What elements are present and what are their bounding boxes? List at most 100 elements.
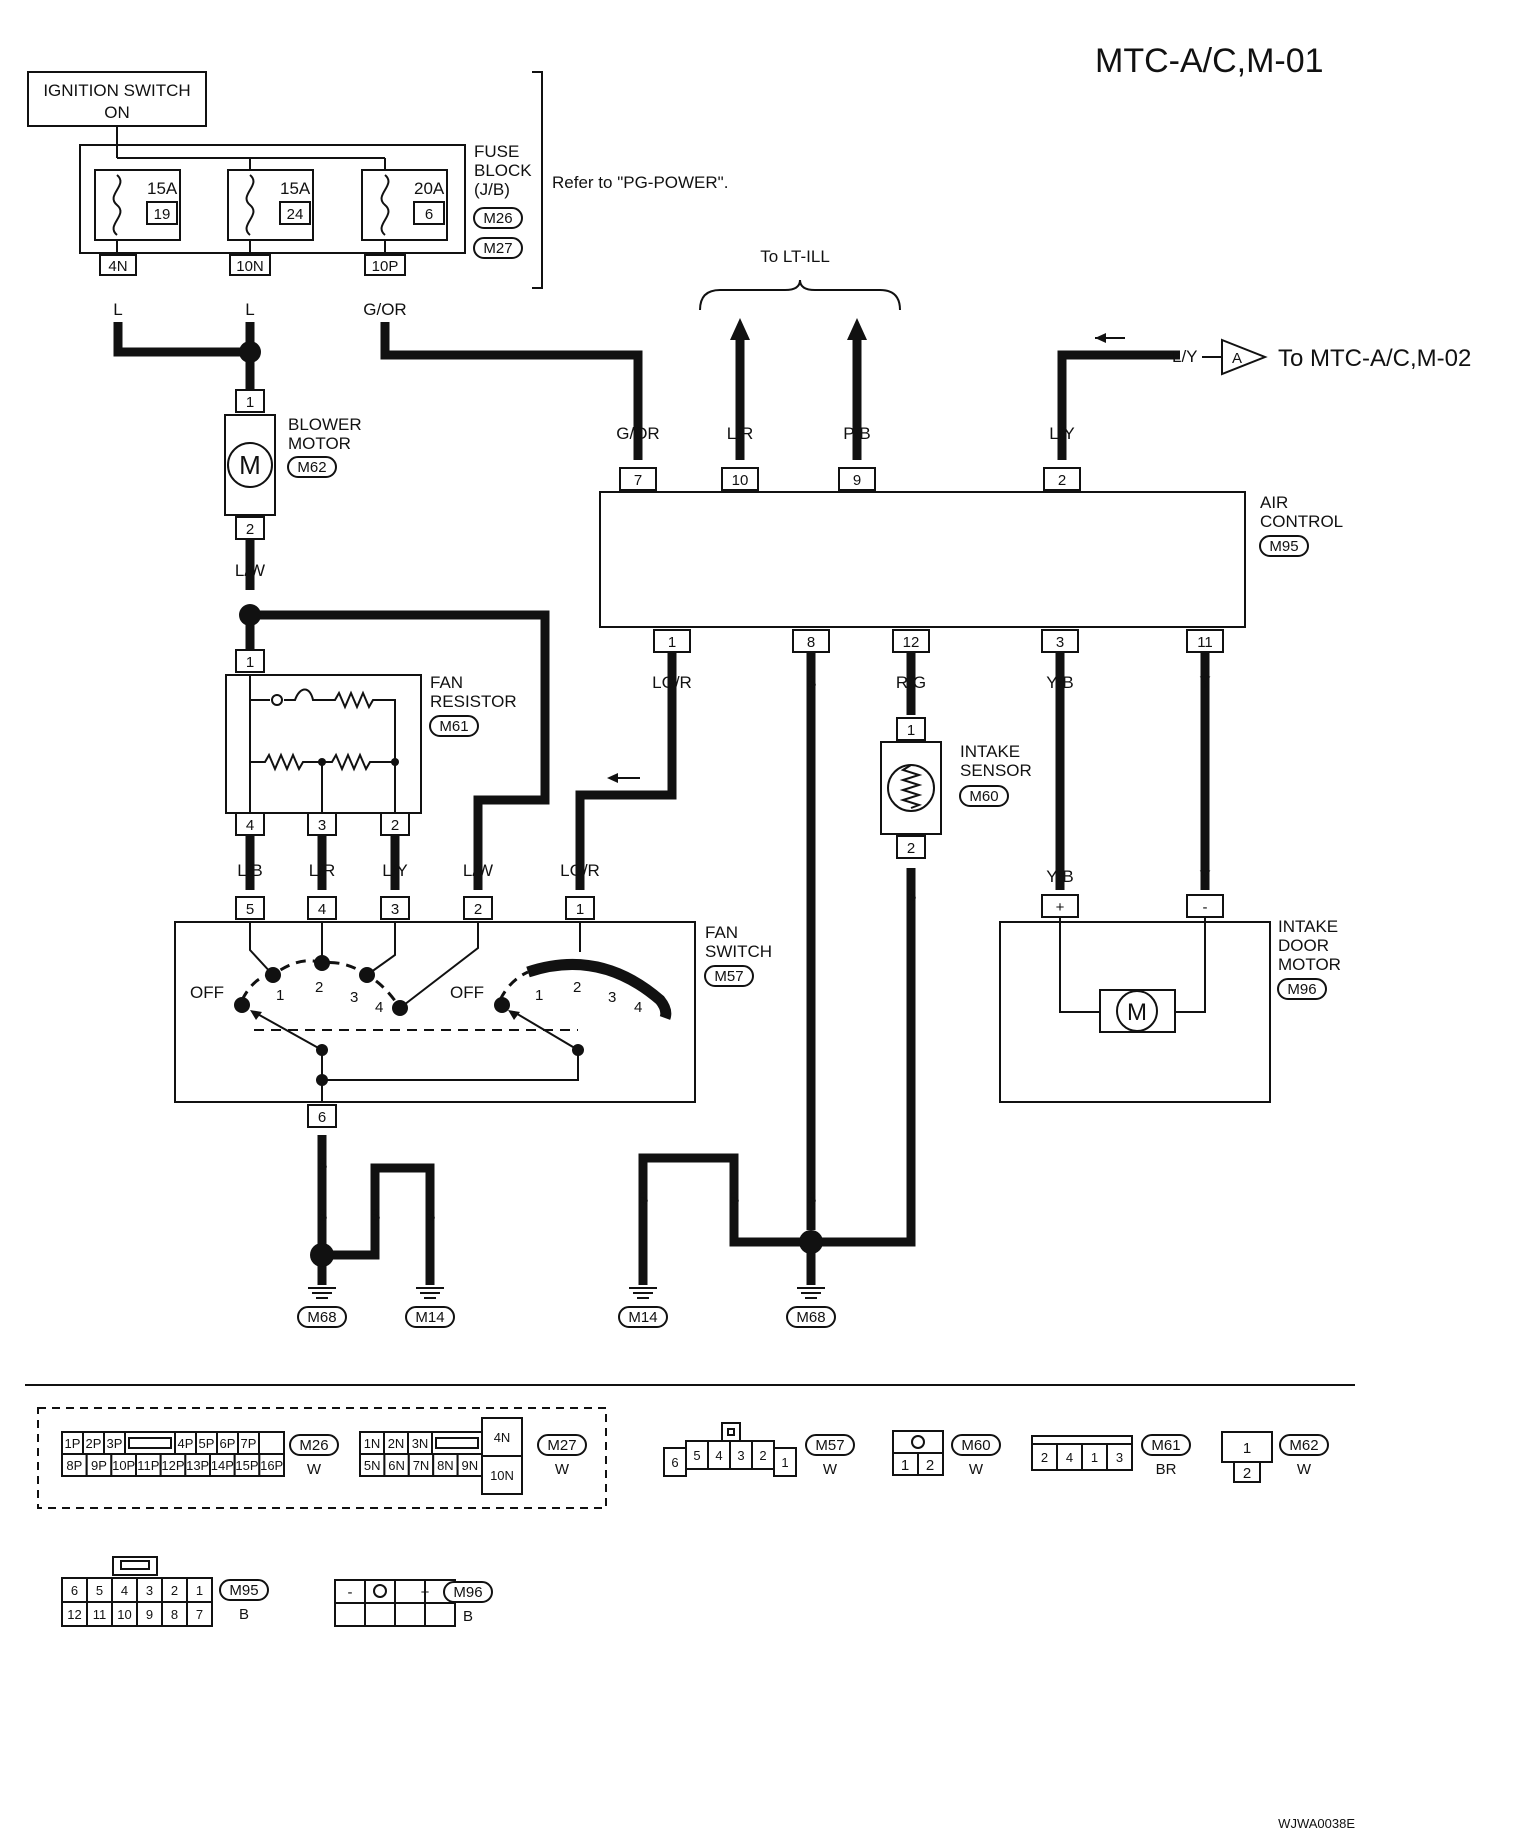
m26-r1-7-label: 7P — [241, 1436, 257, 1451]
resistor-leads — [249, 762, 396, 813]
fs-right-3: 3 — [608, 989, 616, 1006]
air-pin-7: 7 — [634, 472, 642, 489]
gnd-m68-1: M68 — [307, 1309, 336, 1326]
m95-r2-1-label: 11 — [93, 1607, 107, 1622]
sensor-pin-1-box — [896, 717, 926, 741]
fuse-19-symbol — [112, 174, 122, 236]
wire-g-or — [380, 322, 643, 460]
m61-name: M61 — [1151, 1437, 1180, 1454]
m60-dividers — [893, 1452, 943, 1475]
fs-left-3: 3 — [350, 989, 358, 1006]
m62-pin-2: 2 — [1243, 1465, 1251, 1482]
fuse-24-amp: 15A — [280, 179, 311, 198]
m26-r2-3-label: 11P — [137, 1458, 159, 1473]
m61-p1-cell — [1056, 1443, 1083, 1471]
m96-minus: - — [348, 1584, 353, 1601]
fuse-block: 15A 19 15A 24 20A 6 4N 10N 10P FUSE BLOC… — [79, 71, 728, 289]
conn-m62-oval — [287, 456, 337, 478]
m57-p2-label: 4 — [715, 1448, 722, 1463]
air-pin-8-box — [792, 629, 830, 653]
gnd-m14-2: M14 — [628, 1309, 657, 1326]
door-pin-minus: - — [1203, 899, 1208, 916]
thermal-fuse — [271, 694, 283, 706]
conn-m57-oval — [704, 965, 754, 987]
fs-right-contact-off — [494, 997, 510, 1013]
fuse-24-numbox — [279, 201, 311, 225]
m57-color: W — [823, 1461, 838, 1478]
fs-pin-1-box — [565, 896, 595, 920]
m95-oval — [219, 1579, 269, 1601]
fs-pin-3: 3 — [391, 901, 399, 918]
fuse-6-numbox — [413, 201, 445, 225]
intake-door-motor: Y/B Y + - M INTAKE DOOR MOTOR M96 — [999, 867, 1341, 1103]
fuse-19-numbox — [146, 201, 178, 225]
conn-m26-label: M26 — [483, 210, 512, 227]
connector-a-label: A — [1232, 350, 1242, 367]
fs-wire-1: LG/R — [560, 861, 600, 880]
fs-off-right: OFF — [450, 983, 484, 1002]
conn-m96-oval — [1277, 978, 1327, 1000]
fs-pivot-right — [572, 1044, 584, 1056]
air-pin-1: 1 — [668, 634, 676, 651]
fuse-leads — [116, 240, 386, 255]
door-label-1: INTAKE — [1278, 917, 1338, 936]
diagram-title: MTC-A/C,M-01 — [1095, 42, 1324, 80]
terminal-10p-label: 10P — [372, 258, 399, 275]
conn-m61-oval — [429, 715, 479, 737]
terminal-4n-label: 4N — [108, 258, 127, 275]
m57-p0-label: 6 — [671, 1455, 678, 1470]
resistor-bottom-branch — [249, 700, 395, 772]
m60-latch — [911, 1435, 925, 1449]
m27-r1-0-label: 1N — [364, 1436, 381, 1451]
to-mtc-m02: To MTC-A/C,M-02 — [1278, 345, 1471, 372]
conn-m62-label: M62 — [297, 459, 326, 476]
fs-pin-2: 2 — [474, 901, 482, 918]
resistor-pin-4: 4 — [246, 817, 254, 834]
m61-color: BR — [1156, 1461, 1177, 1478]
resistor-pin-1: 1 — [246, 654, 254, 671]
fs-pin-2-box — [463, 896, 493, 920]
splice-dot-3 — [310, 1243, 334, 1267]
resistor-pin-2: 2 — [391, 817, 399, 834]
fs-pin-3-box — [380, 896, 410, 920]
air-wire-top-3: P/B — [843, 424, 870, 443]
resistor-pin-4-box — [235, 812, 265, 836]
m62-oval — [1279, 1434, 1329, 1456]
air-pin-3-box — [1041, 629, 1079, 653]
m27-r1-3-key — [435, 1437, 479, 1449]
terminal-4n — [99, 254, 137, 276]
fs-left-2: 2 — [315, 979, 323, 996]
fs-arm-arrow-left — [250, 1010, 262, 1020]
fuse-block-label-2: BLOCK — [474, 161, 532, 180]
gnd-m14-1: M14 — [415, 1309, 444, 1326]
blower-pin-2: 2 — [246, 521, 254, 538]
m27-r2-1-label: 6N — [388, 1458, 405, 1473]
fan-resistor: 1 4 3 2 FAN RESISTOR M61 — [225, 649, 517, 836]
air-wire-bot-2: B — [805, 673, 816, 692]
fuse-24-symbol — [245, 174, 255, 236]
air-control: G/OR L/R P/B L/Y 7 10 9 2 1 8 12 3 11 LG… — [599, 424, 1343, 692]
wire-label-l-1: L — [113, 300, 122, 319]
wire-l-join — [113, 322, 255, 357]
m96-grid — [335, 1580, 455, 1626]
m26-r1-2-label: 3P — [107, 1436, 123, 1451]
arrow-ly-head — [1095, 333, 1106, 343]
blower-label-2: MOTOR — [288, 434, 351, 453]
gnd-m68-2-oval — [786, 1306, 836, 1328]
m60-oval — [951, 1434, 1001, 1456]
m26-color: W — [307, 1461, 322, 1478]
m95-color: B — [239, 1606, 249, 1623]
m95-r1-5-label: 1 — [196, 1583, 203, 1598]
air-pin-11: 11 — [1197, 634, 1213, 651]
m27-r1-1-label: 2N — [388, 1436, 405, 1451]
m95-name: M95 — [229, 1582, 258, 1599]
air-pin-9-box — [838, 467, 876, 491]
fs-arm-arrow-right — [508, 1010, 520, 1020]
m96-latch — [373, 1584, 387, 1598]
connector-m60: 1 2 M60 W — [892, 1430, 1001, 1478]
